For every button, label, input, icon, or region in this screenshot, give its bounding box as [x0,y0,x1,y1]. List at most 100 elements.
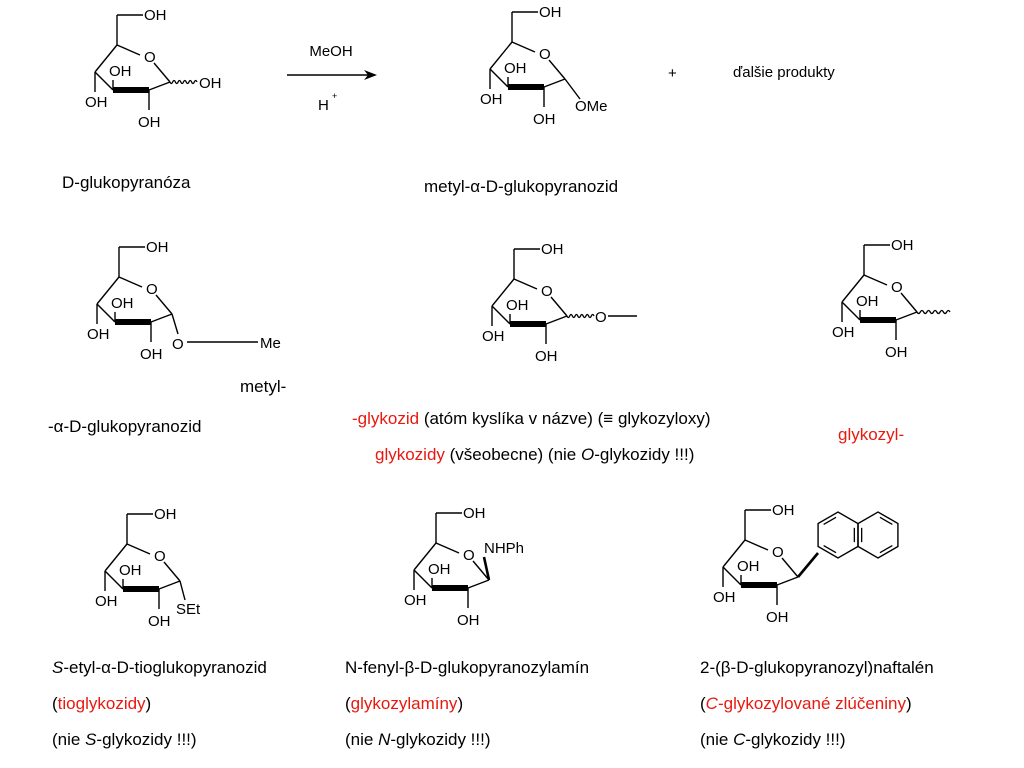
ring-oxygen-label: O [541,283,553,300]
methyl-label: Me [260,335,281,352]
caption-cglyco-not-part: (nie [700,730,734,749]
caption-glycoside-line1-part: (atóm kyslíka v názve) (≡ glykozyloxy) [419,409,711,428]
ring-bond-c5-c4 [104,543,128,572]
caption-glycosyl-part: glykozyl- [838,425,905,444]
c2-oh-label: OH [457,612,480,629]
caption-amine-class-part: glykozylamíny [350,694,458,713]
c2-oh-label: OH [766,609,789,626]
ring-bond-c1-o5 [472,560,490,581]
caption-cglyco-name-part: 2-(β-D-glukopyranozyl)naftalén [700,658,934,677]
caption-methyl-glucoside: metyl-α-D-glukopyranozid [424,177,618,197]
caption-glycoside-line1: -glykozid (atóm kyslíka v názve) (≡ glyk… [352,409,711,429]
ring-bond-c5-o5 [118,276,143,288]
ring-bond-c5-c4 [491,278,515,307]
c6-oh-label: OH [541,241,564,258]
ring-bond-c5-c4 [413,542,437,571]
ring-bond-c5-o5 [116,44,141,56]
c6-oh-label: OH [154,506,177,523]
ring-bond-c2-c1 [158,580,181,590]
c6-oh-label: OH [463,505,486,522]
c2-oh-label: OH [533,111,556,128]
ring-bond-c2-c1 [543,78,566,88]
set-label: SEt [176,601,201,618]
ring-bond-c1-o5 [548,59,566,80]
arrow-head [364,70,377,80]
caption-thio-class-part: ) [145,694,152,713]
c6-oh-label: OH [144,7,167,24]
ring-bond-c3-c2-bold [123,586,159,592]
ring-bond-c3-c2-bold [741,582,777,588]
glycoside-oxygen-label: O [595,309,607,326]
ring-bond-c4-c3 [491,305,511,325]
c4-oh-label: OH [480,91,503,108]
c1-ome-label: OMe [575,98,608,115]
naphthalene-ring-right [857,511,899,559]
ring-bond-c2-c1 [776,576,799,586]
caption-amine-class-part: ) [457,694,464,713]
c3-oh-label: OH [109,63,132,80]
ring-oxygen-label: O [146,281,158,298]
c3-oh-label: OH [737,558,760,575]
caption-thio-class-part: tioglykozidy [57,694,146,713]
c1-oh-label: OH [199,75,222,92]
nhph-label: NHPh [484,540,524,557]
reagent-meoh: MeOH [309,43,352,60]
caption-glycoside-line2-part: O [581,445,595,464]
caption-thio-class-part: ( [52,694,58,713]
c3-oh-label: OH [506,297,529,314]
ring-bond-c1-o5 [781,557,799,578]
ring-bond-c1-o5 [550,296,568,317]
ring-bond-c4-c3 [722,566,742,586]
c4-oh-label: OH [404,592,427,609]
bond-c1-o [171,313,179,335]
ring-bond-c2-c1 [895,311,918,321]
ring-bond-c2-c1 [150,313,173,323]
caption-cglyco-not-part: C [733,730,746,749]
caption-thio-name-part: -etyl-α-D-tioglukopyranozid [63,658,267,677]
caption-glycoside-line1-part: glykozid [357,409,420,428]
caption-amine-class: (glykozylamíny) [345,694,463,714]
c4-oh-label: OH [85,94,108,111]
bond-c1-s [179,580,186,601]
ring-bond-c5-o5 [435,542,460,554]
caption-amine-not: (nie N-glykozidy !!!) [345,730,491,750]
caption-cglyco-class-part: -glykozylované zlúčeniny [717,694,906,713]
caption-cglyco-not-part: -glykozidy !!!) [745,730,846,749]
caption-amine-not-part: N [378,730,391,749]
ring-oxygen-label: O [539,46,551,63]
ring-bond-c3-c2-bold [510,321,546,327]
ring-bond-c3-c2-bold [432,585,468,591]
caption-glucopyranose: D-glukopyranóza [62,173,191,193]
ring-bond-c5-o5 [863,274,888,286]
c6-oh-label: OH [891,237,914,254]
reagent-h-superscript: + [332,91,337,101]
wavy-bond-c1-open [916,309,951,315]
ring-bond-c1-o5 [163,561,181,582]
naphthalene-ring [817,511,899,559]
caption-methyl-prefix: metyl- [240,377,286,397]
c6-oh-label: OH [772,502,795,519]
c3-oh-label: OH [856,293,879,310]
caption-amine-not-part: -glykozidy !!!) [390,730,491,749]
ring-oxygen-label: O [772,544,784,561]
ring-bond-c5-o5 [513,278,538,290]
c4-oh-label: OH [832,324,855,341]
caption-alpha-glucoside-part: -α-D-glukopyranozid [48,417,202,436]
ring-bond-c5-o5 [744,539,769,551]
naphthalene-double-bond [879,544,893,554]
bond-c1-ome [564,78,581,100]
ring-bond-c5-c4 [94,44,118,73]
ring-bond-c4-c3 [96,303,116,323]
ring-bond-c4-c3 [489,68,509,88]
ring-bond-c1-o5 [155,294,173,315]
ring-bond-c5-o5 [511,41,536,53]
ring-bond-c2-c1 [148,81,171,91]
bond-c1-naphthyl-beta [797,552,819,578]
